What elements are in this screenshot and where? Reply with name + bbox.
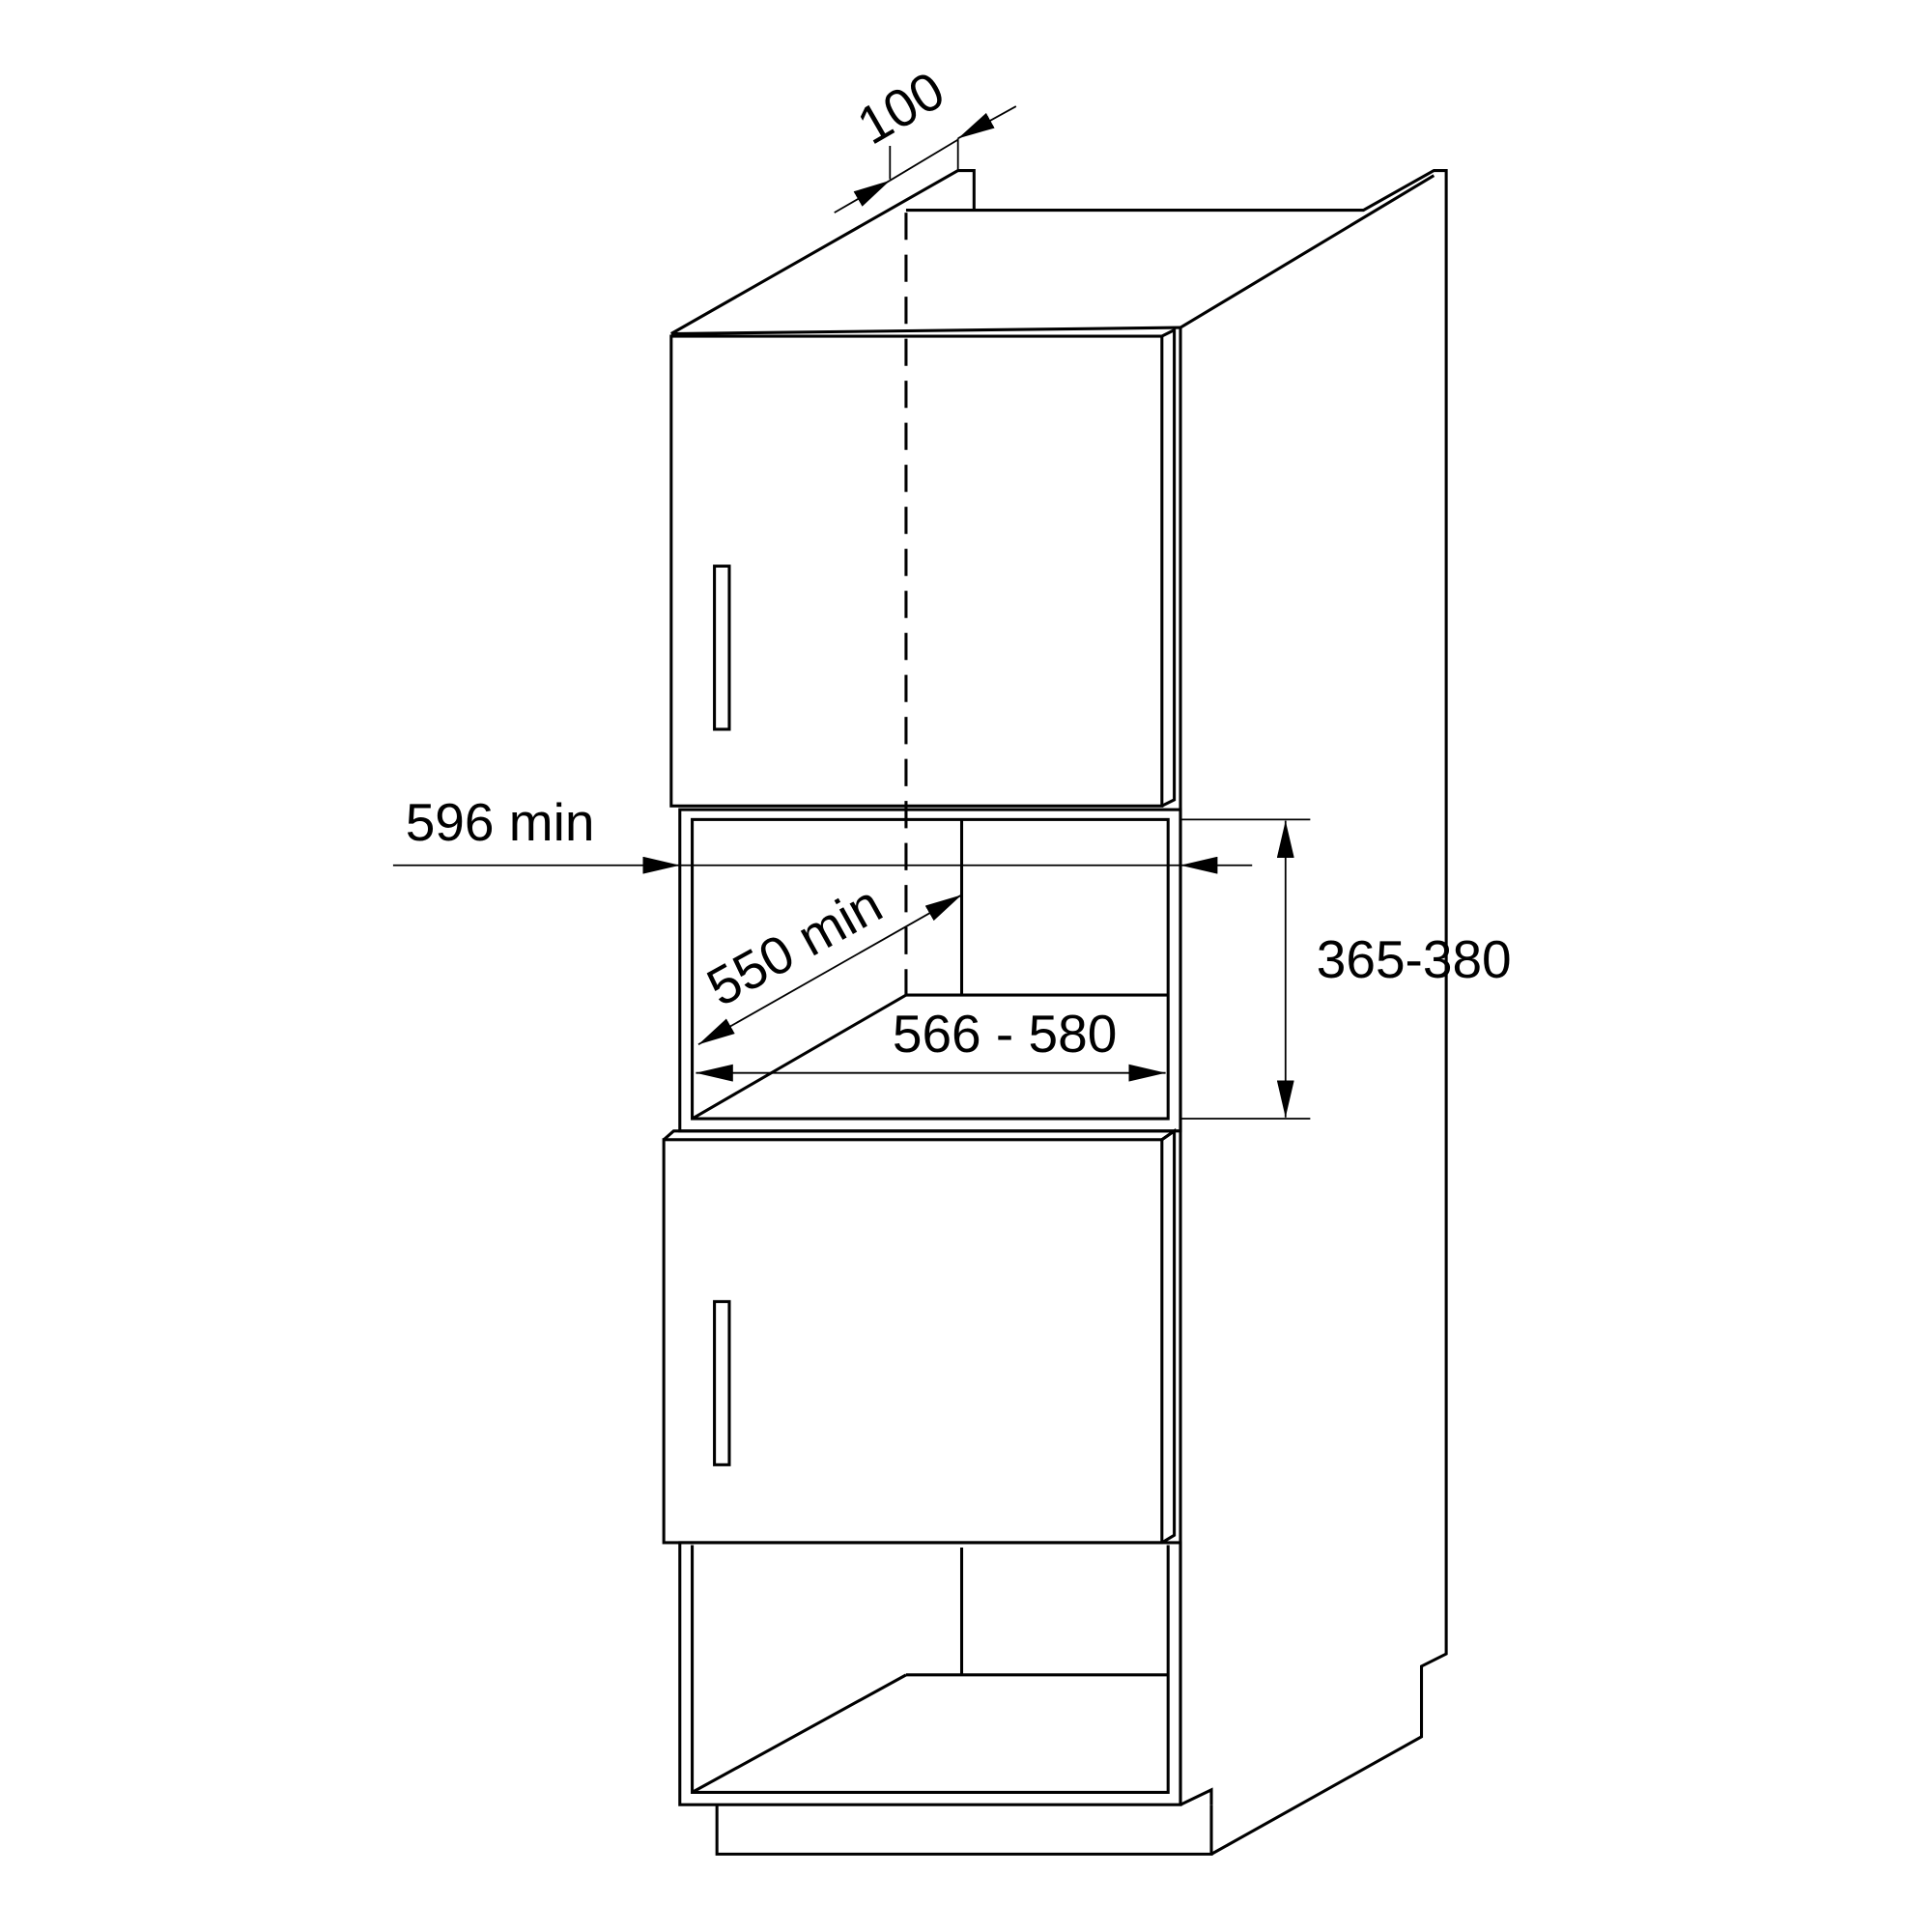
upper-door bbox=[669, 327, 1177, 808]
upper-door-handle bbox=[713, 564, 731, 731]
dimension-label-depth: 550 min bbox=[697, 873, 892, 1017]
lower-door bbox=[662, 1127, 1179, 1545]
dimension-label-rear-gap: 100 bbox=[847, 60, 953, 156]
bottom-compartment bbox=[678, 1541, 1182, 1806]
dimension-label-height: 365-380 bbox=[1317, 929, 1512, 989]
lower-door-handle bbox=[713, 1299, 731, 1466]
dimension-label-width: 596 min bbox=[406, 792, 595, 852]
dimension-height: 365-380 bbox=[1180, 818, 1512, 1120]
dimension-inner-width: 566 - 580 bbox=[696, 1004, 1166, 1082]
dimension-label-inner-width: 566 - 580 bbox=[893, 1004, 1117, 1064]
dimension-width: 596 min bbox=[392, 792, 1253, 874]
